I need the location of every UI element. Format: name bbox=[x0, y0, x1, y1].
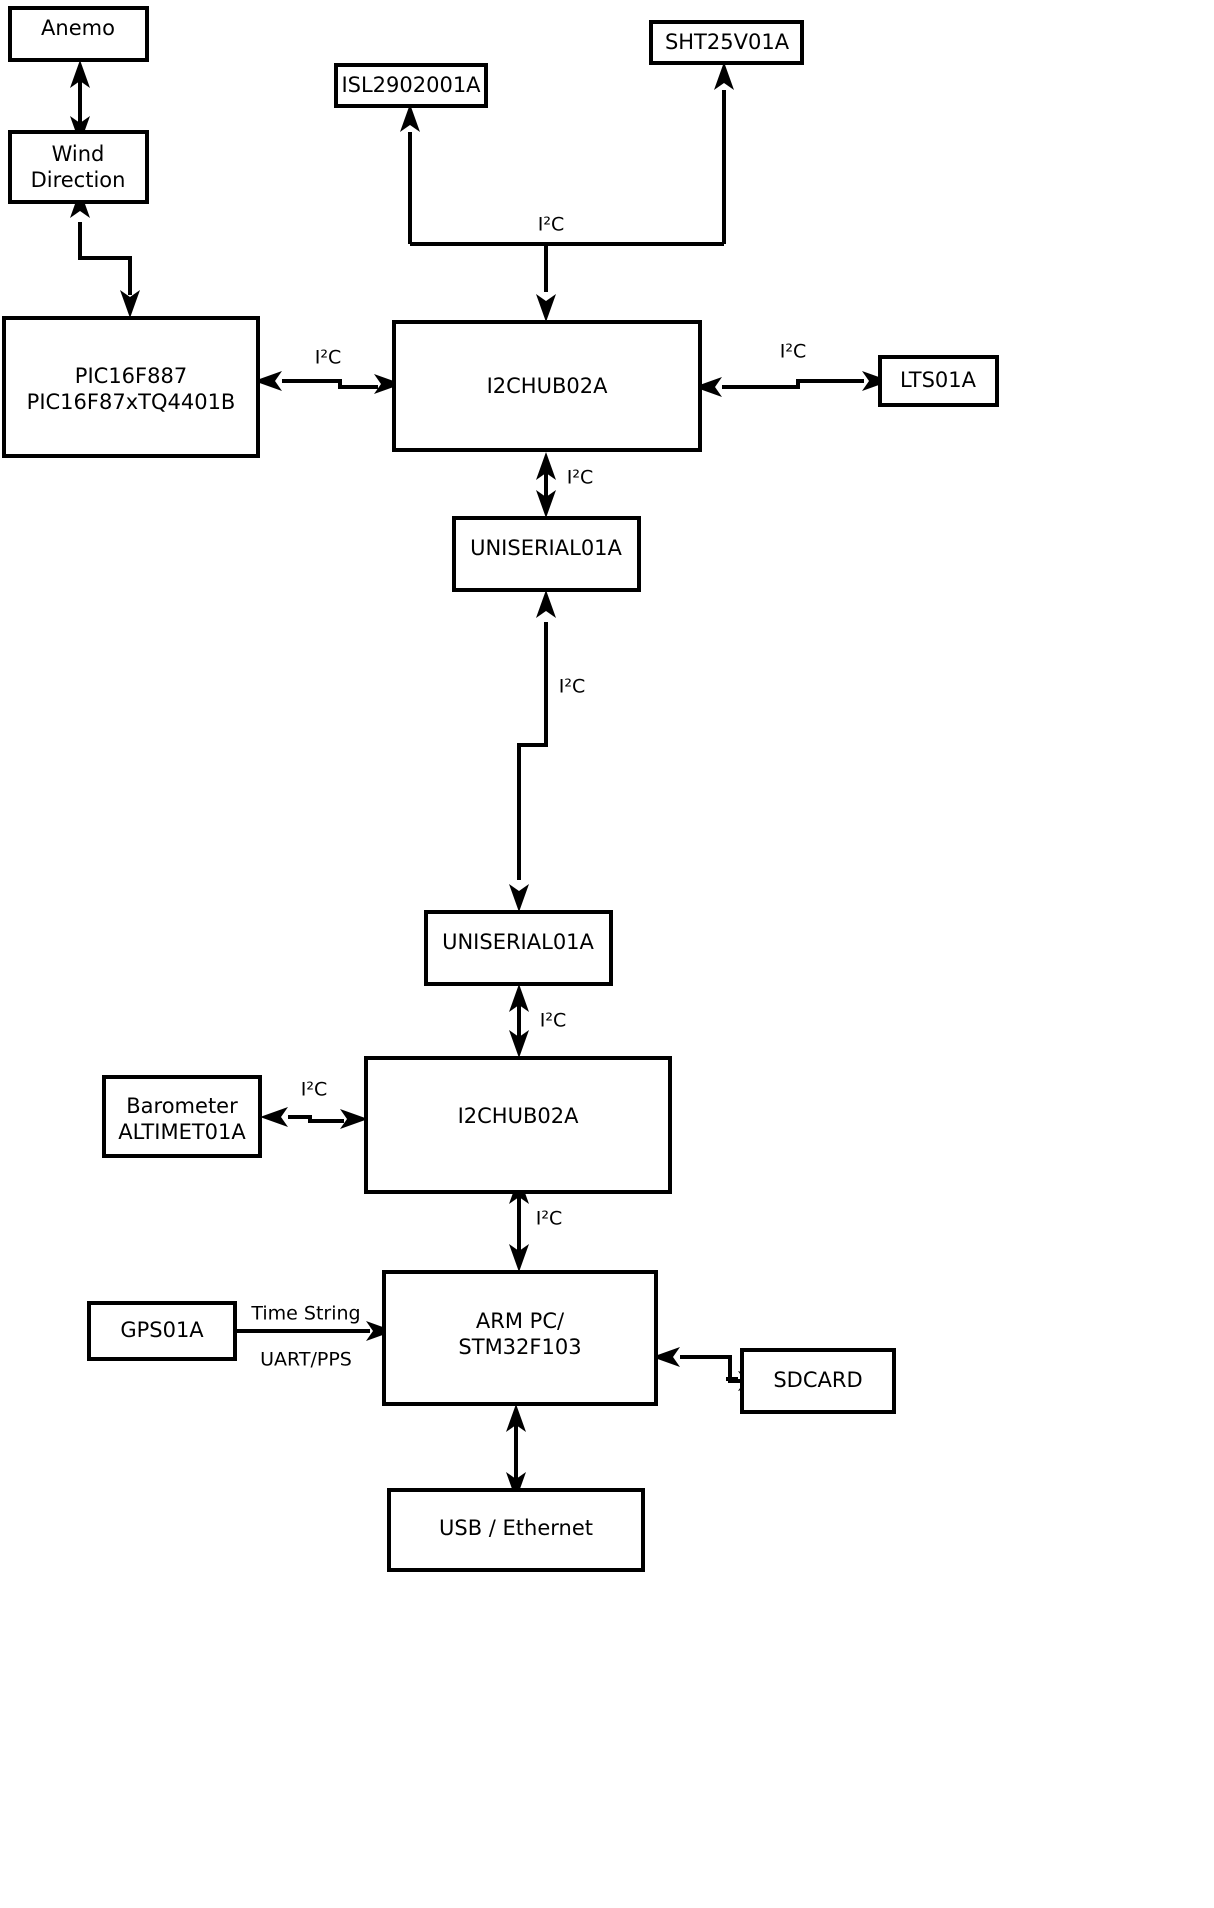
block-sht25v01a[interactable]: SHT25V01A bbox=[649, 20, 804, 65]
block-wind-direction[interactable]: Wind Direction bbox=[8, 130, 149, 204]
block-barometer[interactable]: Barometer ALTIMET01A bbox=[102, 1075, 262, 1158]
edge-label-i2c-hub-uniserial-top: I²C bbox=[567, 467, 594, 489]
connector-gps-arm bbox=[236, 1321, 394, 1341]
block-uniserial01a-bottom-rect[interactable] bbox=[424, 910, 613, 986]
connector-hub-top-bus bbox=[410, 242, 724, 322]
edge-label-i2c-hub-top-bus: I²C bbox=[538, 214, 565, 236]
connector-pic-hub-top bbox=[254, 371, 402, 394]
block-uniserial01a-top-rect[interactable] bbox=[452, 516, 641, 592]
arrow-head-right bbox=[862, 371, 890, 391]
connector-barometer-hub-bot bbox=[260, 1107, 368, 1129]
block-usb-ethernet-label: USB / Ethernet bbox=[439, 1516, 593, 1540]
block-lts01a-rect[interactable] bbox=[878, 355, 999, 407]
block-arm-pc[interactable]: ARM PC/ STM32F103 bbox=[382, 1270, 658, 1406]
block-isl2902001a[interactable]: ISL2902001A bbox=[334, 63, 488, 108]
arrow-head-down bbox=[509, 884, 529, 912]
block-arm-pc-rect[interactable] bbox=[382, 1270, 658, 1406]
arrow-head-up bbox=[400, 104, 420, 132]
arrow-head-left bbox=[260, 1107, 288, 1127]
block-pic16f887-rect[interactable] bbox=[2, 316, 260, 458]
arrow-head-up bbox=[70, 60, 90, 88]
edge-label-uart-pps: UART/PPS bbox=[260, 1349, 352, 1371]
block-uniserial01a-top-label: UNISERIAL01A bbox=[470, 536, 622, 560]
arrow-head-down bbox=[536, 294, 556, 322]
arrow-head-down bbox=[509, 1244, 529, 1272]
block-sht25v01a-label: SHT25V01A bbox=[665, 30, 790, 54]
block-gps01a-rect[interactable] bbox=[87, 1301, 237, 1361]
block-i2chub02a-top[interactable]: I2CHUB02A bbox=[392, 320, 702, 452]
connector-uniserial-link bbox=[509, 590, 556, 912]
edge-label-i2c-uniserial-link: I²C bbox=[559, 676, 586, 698]
connector-hub-top-lts bbox=[694, 371, 890, 397]
arrow-head-right bbox=[340, 1109, 368, 1129]
arrow-head-down bbox=[506, 1472, 526, 1500]
block-anemo-rect[interactable] bbox=[8, 6, 149, 62]
block-barometer-rect[interactable] bbox=[102, 1075, 262, 1158]
edge-label-i2c-hub-lts: I²C bbox=[780, 341, 807, 363]
edge-label-i2c-barometer: I²C bbox=[301, 1079, 328, 1101]
block-i2chub02a-top-label: I2CHUB02A bbox=[487, 374, 609, 398]
connector-hub-isl bbox=[400, 104, 420, 244]
block-pic16f887-label-line2: PIC16F87xTQ4401B bbox=[27, 390, 236, 414]
arrow-head-down bbox=[536, 490, 556, 518]
block-barometer-label-line1: Barometer bbox=[126, 1094, 238, 1118]
connector-pic-wind bbox=[70, 190, 140, 318]
arrow-head-up bbox=[509, 984, 529, 1012]
block-wind-direction-label-line2: Direction bbox=[31, 168, 126, 192]
block-uniserial01a-bottom-label: UNISERIAL01A bbox=[442, 930, 594, 954]
arrow-head-right bbox=[366, 1321, 394, 1341]
edge-label-i2c-pic-hub: I²C bbox=[315, 347, 342, 369]
arrow-head-up bbox=[506, 1404, 526, 1432]
block-gps01a-label: GPS01A bbox=[120, 1318, 204, 1342]
block-anemo-label: Anemo bbox=[41, 16, 115, 40]
block-i2chub02a-bottom[interactable]: I2CHUB02A bbox=[364, 1056, 672, 1194]
arrow-head-right bbox=[374, 374, 402, 394]
block-i2chub02a-bottom-label: I2CHUB02A bbox=[458, 1104, 580, 1128]
block-arm-pc-label-line2: STM32F103 bbox=[458, 1335, 581, 1359]
block-isl2902001a-rect[interactable] bbox=[334, 63, 488, 108]
edge-label-i2c-hub-bot-arm: I²C bbox=[536, 1208, 563, 1230]
block-isl2902001a-label: ISL2902001A bbox=[341, 73, 481, 97]
arrow-head-up bbox=[536, 452, 556, 480]
block-barometer-label-line2: ALTIMET01A bbox=[118, 1120, 246, 1144]
block-lts01a[interactable]: LTS01A bbox=[878, 355, 999, 407]
block-i2chub02a-top-rect[interactable] bbox=[392, 320, 702, 452]
connector-hub-top-uniserial-top bbox=[536, 452, 556, 518]
block-wind-direction-label-line1: Wind bbox=[52, 142, 105, 166]
block-anemo[interactable]: Anemo bbox=[8, 6, 149, 62]
block-usb-ethernet-rect[interactable] bbox=[387, 1488, 645, 1572]
block-sdcard-label: SDCARD bbox=[773, 1368, 862, 1392]
arrow-head-up bbox=[714, 62, 734, 90]
block-usb-ethernet[interactable]: USB / Ethernet bbox=[387, 1488, 645, 1572]
block-sht25v01a-rect[interactable] bbox=[649, 20, 804, 65]
edge-label-i2c-uniserial-bot-hub: I²C bbox=[540, 1010, 567, 1032]
block-sdcard-rect[interactable] bbox=[740, 1348, 896, 1414]
edge-label-time-string: Time String bbox=[250, 1303, 360, 1325]
arrow-head-left bbox=[652, 1347, 680, 1367]
block-uniserial01a-bottom[interactable]: UNISERIAL01A bbox=[424, 910, 613, 986]
block-pic16f887-label-line1: PIC16F887 bbox=[75, 364, 187, 388]
arrow-head-left bbox=[254, 371, 282, 391]
arrow-head-up bbox=[536, 590, 556, 618]
connector-uniserial-bot-hub-bot bbox=[509, 984, 529, 1058]
block-lts01a-label: LTS01A bbox=[900, 368, 977, 392]
arrow-head-left bbox=[694, 377, 722, 397]
block-sdcard[interactable]: SDCARD bbox=[740, 1348, 896, 1414]
connector-arm-usb bbox=[506, 1404, 526, 1500]
arrow-head-down bbox=[509, 1030, 529, 1058]
block-i2chub02a-bottom-rect[interactable] bbox=[364, 1056, 672, 1194]
block-pic16f887[interactable]: PIC16F887 PIC16F87xTQ4401B bbox=[2, 316, 260, 458]
connector-hub-sht bbox=[714, 62, 734, 244]
block-gps01a[interactable]: GPS01A bbox=[87, 1301, 237, 1361]
block-arm-pc-label-line1: ARM PC/ bbox=[476, 1309, 565, 1333]
block-uniserial01a-top[interactable]: UNISERIAL01A bbox=[452, 516, 641, 592]
block-wind-direction-rect[interactable] bbox=[8, 130, 149, 204]
arrow-head-down bbox=[120, 290, 140, 318]
